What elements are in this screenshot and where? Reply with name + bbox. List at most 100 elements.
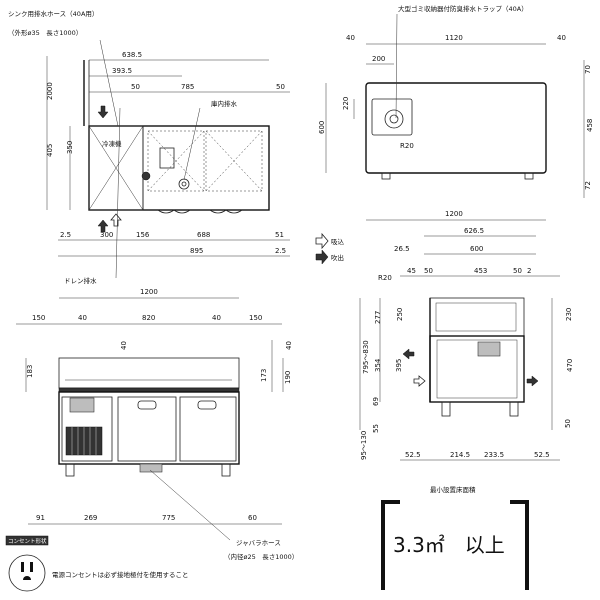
dim-label: 150 <box>249 314 262 322</box>
dim-label: 156 <box>136 231 150 239</box>
dim-label: 173 <box>260 369 268 382</box>
bellows-hose-size-note: （内径ø25 長さ1000） <box>224 552 298 561</box>
exhaust-arrow-icon <box>526 375 539 387</box>
trap-drain-circle <box>384 109 404 129</box>
dim-label: 250 <box>396 308 404 321</box>
dim-label: 190 <box>284 371 292 384</box>
outlet-note: 電源コンセントは必ず接地極付を使用すること <box>52 570 189 579</box>
trap-note: 大型ゴミ収納器付防臭排水トラップ（40A） <box>398 4 528 13</box>
dim-label: 52.5 <box>534 451 550 459</box>
dim-label: 775 <box>162 514 175 522</box>
floor-area-bracket <box>381 500 529 590</box>
dim-label: 183 <box>26 365 34 378</box>
dim-label: 895 <box>190 247 203 255</box>
dim-label: 350 <box>66 141 74 154</box>
dim-label: 688 <box>197 231 210 239</box>
side-sink-outline <box>429 297 525 337</box>
dim-label: 2 <box>527 267 531 275</box>
dim-label: 354 <box>374 358 382 372</box>
dim-label: R20 <box>378 274 392 282</box>
drawer-left <box>117 396 177 462</box>
exhaust-arrow-icon <box>315 249 329 265</box>
dim-label: 220 <box>342 97 350 110</box>
drawer-right <box>179 396 237 462</box>
dim-label: 2000 <box>46 82 54 100</box>
dim-label: 2.5 <box>275 247 286 255</box>
intake-arrow-icon <box>110 213 122 227</box>
exhaust-arrow-icon <box>97 219 109 233</box>
freezer-label: 冷凍機 <box>102 139 122 148</box>
top-plan-view: シンク用排水ホース（40A用） （外形ø35 長さ1000） 冷凍機 庫内排水 … <box>8 9 290 285</box>
intake-arrow-icon <box>413 375 426 387</box>
intake-arrow-icon <box>315 232 329 250</box>
dim-label: 40 <box>120 341 128 350</box>
dim-label: 1200 <box>445 210 463 218</box>
dim-label: 50 <box>424 267 433 275</box>
dim-label: 40 <box>557 34 566 42</box>
dim-label: 785 <box>181 83 194 91</box>
drawer-handle <box>137 400 157 410</box>
trap-tank-outline <box>365 82 547 174</box>
outlet-icon <box>8 554 46 592</box>
dim-label: 91 <box>36 514 45 522</box>
dim-label: 50 <box>276 83 285 91</box>
dim-label: 40 <box>285 341 293 350</box>
dim-label: 50 <box>564 419 572 428</box>
dim-label: 233.5 <box>484 451 504 459</box>
dim-label: 200 <box>372 55 385 63</box>
inner-drain-label: 庫内排水 <box>211 99 238 108</box>
dim-label: 214.5 <box>450 451 470 459</box>
dim-label: 470 <box>566 359 574 372</box>
dim-label: 51 <box>275 231 284 239</box>
dim-label: 1120 <box>445 34 463 42</box>
dim-label: 277 <box>374 311 382 324</box>
dim-label: 26.5 <box>394 245 410 253</box>
dim-label: 458 <box>586 119 594 132</box>
dim-label: 150 <box>32 314 45 322</box>
dim-label: 50 <box>513 267 522 275</box>
floor-area-value: 3.3㎡ 以上 <box>393 533 505 557</box>
exhaust-arrow-icon <box>402 348 415 360</box>
dim-label: 453 <box>474 267 487 275</box>
dim-label: 393.5 <box>112 67 132 75</box>
dim-label: 40 <box>78 314 87 322</box>
front-view: 1200 150 40 820 40 150 40 40 183 173 190… <box>16 288 298 561</box>
dim-label: 1200 <box>140 288 158 296</box>
side-view: 626.5 26.5 600 R20 45 50 453 50 2 277 25… <box>359 227 574 461</box>
outlet-badge-label: コンセント形状 <box>8 537 47 545</box>
outlet-badge <box>5 535 49 546</box>
dim-label: 820 <box>142 314 155 322</box>
exhaust-arrow-icon <box>97 105 109 119</box>
inner-drain-circle <box>178 178 190 190</box>
dim-label: 600 <box>470 245 483 253</box>
side-cabinet-outline <box>429 335 525 403</box>
dim-label: 40 <box>346 34 355 42</box>
dim-label: 600 <box>318 121 326 134</box>
dim-label: 2.5 <box>60 231 71 239</box>
outlet-section: コンセント形状 電源コンセントは必ず接地極付を使用すること <box>5 535 189 592</box>
dim-label: 50 <box>131 83 140 91</box>
dim-label: 795～830 <box>362 340 370 374</box>
dim-label: 269 <box>84 514 97 522</box>
drain-label: ドレン排水 <box>64 276 97 285</box>
dim-label: 72 <box>584 181 592 190</box>
freezer-box <box>88 125 144 211</box>
dim-label: 405 <box>46 144 54 157</box>
dim-label: 69 <box>372 397 380 406</box>
dim-label: 52.5 <box>405 451 421 459</box>
bellows-hose-note: ジャバラホース <box>236 539 281 547</box>
front-backsplash <box>58 357 240 389</box>
dim-label: 60 <box>248 514 257 522</box>
sink-hose-note: シンク用排水ホース（40A用） <box>8 9 98 18</box>
dim-label: 300 <box>100 231 113 239</box>
legend-exhaust-label: 吹出 <box>331 253 344 262</box>
dim-label: 230 <box>565 308 573 321</box>
dim-label: R20 <box>400 142 414 150</box>
dim-label: 70 <box>584 65 592 74</box>
sink-hose-size-note: （外形ø35 長さ1000） <box>8 28 82 37</box>
floor-area-title: 最小設置床面積 <box>430 485 476 494</box>
trap-view: 大型ゴミ収納器付防臭排水トラップ（40A） 40 1120 40 200 220… <box>318 4 594 221</box>
dim-label: 45 <box>407 267 416 275</box>
min-floor-area: 最小設置床面積 3.3㎡ 以上 <box>381 485 529 590</box>
